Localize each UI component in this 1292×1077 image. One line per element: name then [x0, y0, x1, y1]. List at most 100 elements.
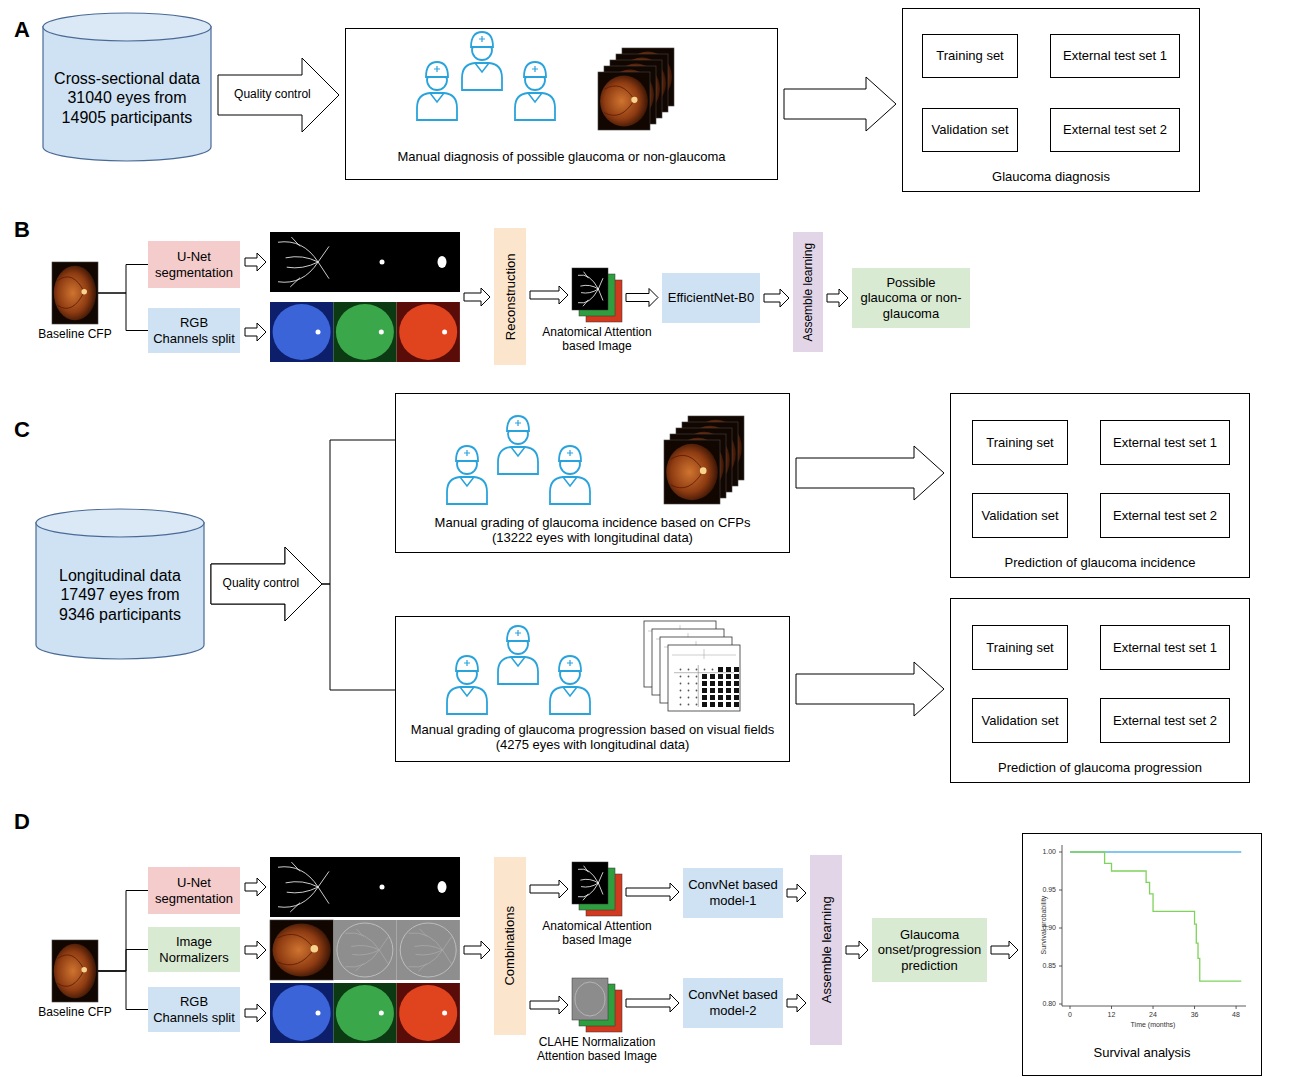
connector	[626, 883, 679, 901]
vessel	[278, 867, 318, 887]
disc-mask	[380, 885, 385, 890]
field-defect	[734, 667, 739, 672]
panel-a-art	[417, 32, 674, 130]
connector	[626, 289, 658, 307]
optic-disc	[81, 289, 87, 295]
dataset-box: Training set	[972, 420, 1068, 465]
panel-letter: B	[14, 217, 30, 242]
node-label: Prediction of glaucoma incidence	[1005, 555, 1196, 571]
bracket-line	[322, 440, 395, 584]
field-defect	[734, 674, 739, 679]
grading-panel: Manual diagnosis of possible glaucoma or…	[345, 28, 778, 180]
axis-tick-mark	[1059, 928, 1062, 929]
doctor-collar	[528, 93, 542, 102]
channel-retina	[273, 985, 331, 1041]
vessel	[604, 100, 634, 116]
segmentation-strip	[270, 857, 460, 917]
data-cylinder: Cross-sectional data 31040 eyes from 149…	[42, 12, 212, 162]
field-defect	[702, 688, 707, 693]
block-arrow	[827, 289, 848, 307]
block-arrow	[218, 58, 339, 132]
cap-cross	[464, 660, 470, 666]
field-point	[680, 676, 682, 678]
vessel	[58, 955, 85, 970]
node-label: RGB Channels split	[153, 994, 235, 1025]
optic-disc	[379, 330, 384, 335]
vessel	[598, 883, 603, 895]
channel-panel	[270, 983, 333, 1043]
doctor-body	[447, 477, 487, 504]
field-point	[688, 690, 690, 692]
visual-field-sheet	[668, 645, 740, 711]
node-label: External test set 1	[1113, 640, 1217, 656]
vessel	[291, 862, 300, 871]
block-arrow	[787, 884, 806, 902]
channel-retina	[399, 985, 457, 1041]
field-defect	[718, 674, 723, 679]
axis-tick: 0.80	[1042, 1000, 1056, 1008]
vessel	[351, 946, 379, 951]
process-box: RGB Channels split	[148, 308, 240, 353]
doctor-collar	[511, 657, 525, 666]
vessel	[356, 929, 364, 937]
node-label: Assemble learning	[801, 243, 815, 342]
cap-cross	[567, 660, 573, 666]
vessel	[352, 950, 379, 955]
process-bar: Assemble learning	[793, 232, 823, 352]
output-box: Glaucoma onset/progression prediction	[872, 918, 987, 982]
vessel	[584, 866, 589, 872]
axis-tick: 0.85	[1042, 962, 1056, 970]
dataset-box: Validation set	[972, 698, 1068, 743]
channel-retina	[336, 304, 394, 360]
field-point	[688, 683, 690, 685]
sheet-line	[672, 649, 736, 659]
channel-retina	[336, 985, 394, 1041]
vessel	[581, 289, 598, 293]
doctor-body	[417, 93, 457, 120]
node-label: Training set	[986, 435, 1053, 451]
optic-disc	[316, 330, 321, 335]
node-label: Manual grading of glaucoma progression b…	[400, 722, 785, 753]
node-label: U-Net segmentation	[153, 875, 235, 906]
axis-tick-mark	[1111, 1006, 1112, 1009]
vessel	[318, 887, 329, 904]
cylinder-body	[36, 522, 204, 659]
field-defect	[710, 681, 715, 686]
optic-disc	[442, 330, 447, 335]
block-arrow	[626, 289, 658, 307]
connector	[827, 289, 848, 307]
doctor-body	[447, 687, 487, 714]
dataset-group: Glaucoma diagnosisTraining setExternal t…	[902, 8, 1200, 192]
survival-curve	[1070, 852, 1241, 981]
cap-cross	[515, 630, 521, 636]
vessel	[287, 262, 318, 268]
node-label: RGB Channels split	[153, 315, 235, 346]
doctor-body	[515, 93, 555, 120]
axis-tick: 24	[1149, 1011, 1157, 1019]
bracket-line	[98, 971, 148, 1010]
survival-chart	[1059, 845, 1246, 1009]
optic-disc	[81, 967, 87, 973]
node-label: External test set 2	[1113, 713, 1217, 729]
cap-cross	[464, 450, 470, 456]
node-label: External test set 1	[1113, 435, 1217, 451]
field-defect	[726, 695, 731, 700]
vessel	[290, 903, 300, 912]
segmentation-strip	[270, 232, 460, 292]
axis-tick: 12	[1108, 1011, 1116, 1019]
fundus-frame	[598, 72, 650, 130]
node-label: Training set	[986, 640, 1053, 656]
channel-panel	[397, 983, 460, 1043]
doctor-cap	[507, 626, 529, 641]
vessel	[578, 883, 598, 897]
vessel	[278, 949, 315, 965]
field-defect	[726, 681, 731, 686]
field-point	[704, 669, 706, 671]
vessel	[584, 272, 589, 278]
bracket-line	[98, 950, 148, 972]
fundus-image: Baseline CFP	[52, 262, 98, 324]
dataset-group: Prediction of glaucoma progressionTraini…	[950, 598, 1250, 783]
normalized-panel	[397, 920, 460, 980]
node-label: Validation set	[981, 713, 1058, 729]
